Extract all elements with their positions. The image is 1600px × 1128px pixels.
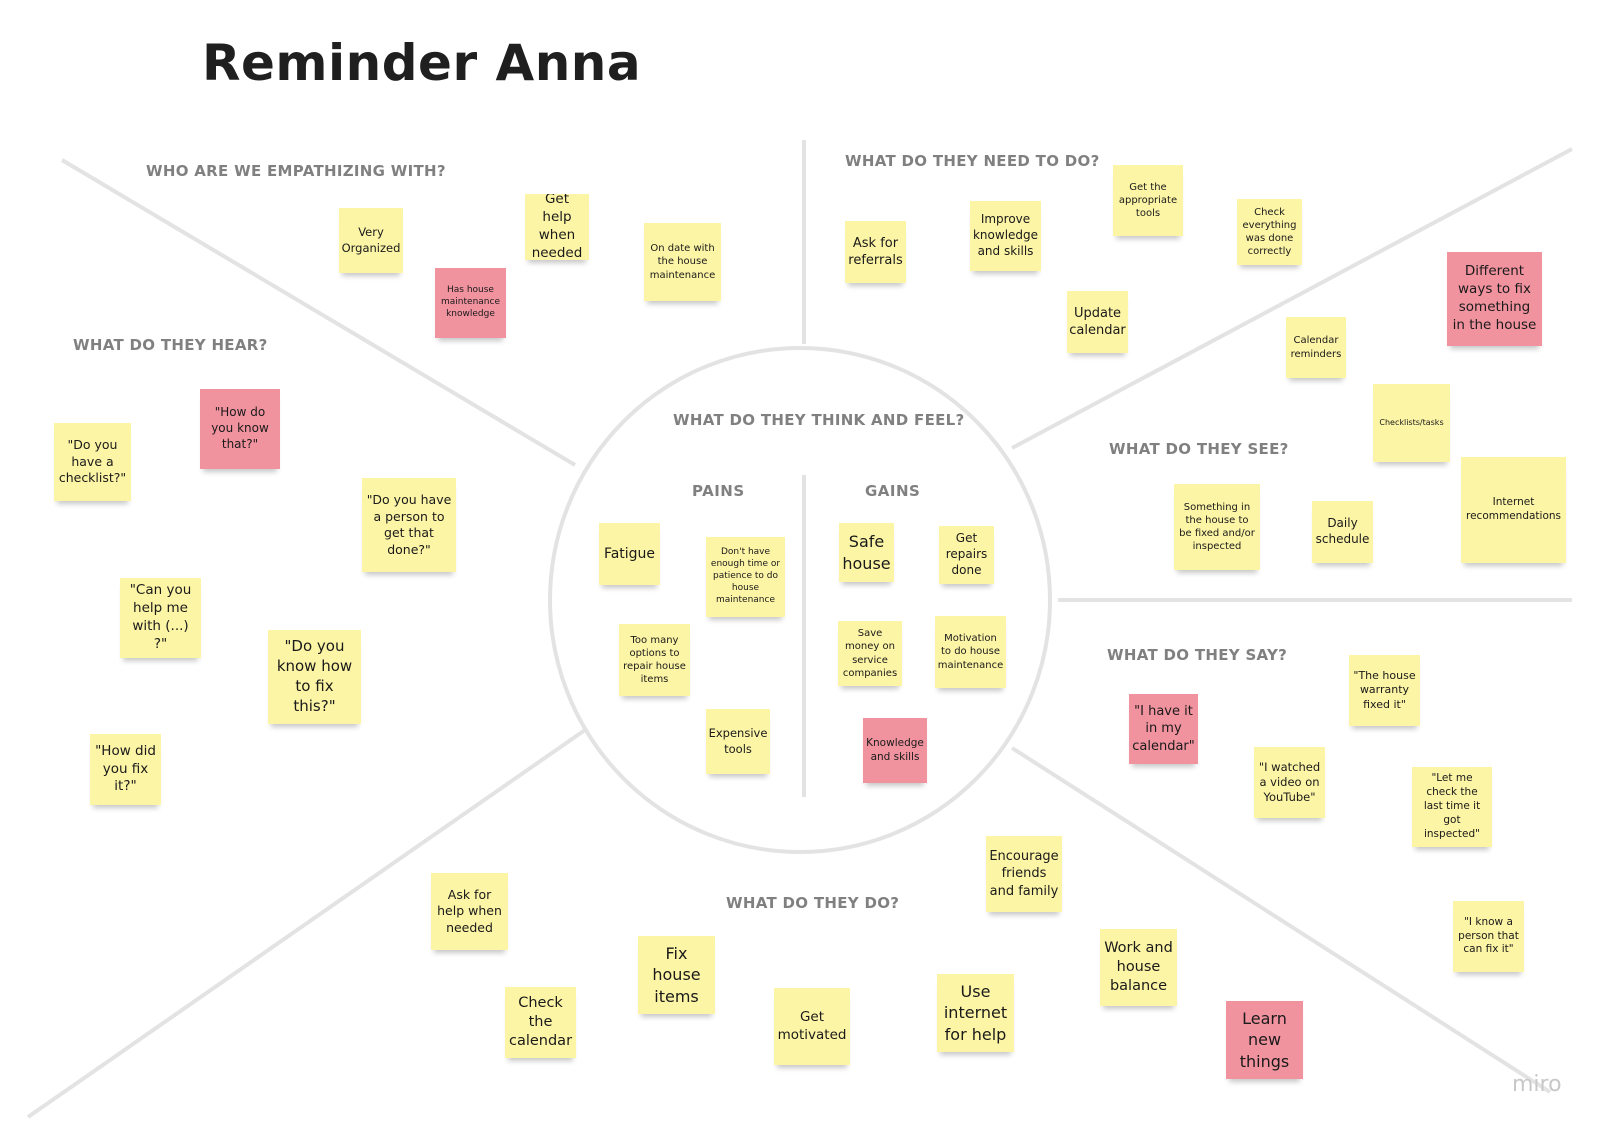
divider-bottom-right — [1010, 746, 1552, 1094]
sticky-note[interactable]: Check the calendar — [505, 987, 576, 1058]
section-label-see: WHAT DO THEY SEE? — [1109, 440, 1289, 458]
section-label-say: WHAT DO THEY SAY? — [1107, 646, 1288, 664]
think-feel-circle — [548, 346, 1052, 854]
sub-label-gains: GAINS — [865, 482, 921, 500]
section-label-need-to-do: WHAT DO THEY NEED TO DO? — [845, 152, 1100, 170]
sticky-note[interactable]: Improve knowledge and skills — [970, 201, 1041, 271]
sticky-note[interactable]: "How did you fix it?" — [90, 734, 161, 805]
sticky-note[interactable]: Safe house — [839, 523, 894, 582]
sticky-note[interactable]: Ask for help when needed — [431, 873, 508, 950]
section-label-do: WHAT DO THEY DO? — [726, 894, 900, 912]
sticky-note[interactable]: Ask for referrals — [845, 221, 906, 283]
divider-top-left — [60, 158, 577, 467]
sticky-note[interactable]: On date with the house maintenance — [644, 223, 721, 301]
sticky-note[interactable]: Calendar reminders — [1286, 317, 1346, 378]
sticky-note[interactable]: "Do you have a checklist?" — [54, 423, 131, 501]
sticky-note[interactable]: "Let me check the last time it got inspe… — [1412, 767, 1492, 847]
sticky-note[interactable]: "I have it in my calendar" — [1129, 694, 1198, 764]
sticky-note[interactable]: Get repairs done — [939, 526, 994, 584]
section-label-empathize: WHO ARE WE EMPATHIZING WITH? — [146, 162, 446, 180]
sticky-note[interactable]: Fix house items — [638, 936, 715, 1014]
section-label-hear: WHAT DO THEY HEAR? — [73, 336, 268, 354]
sticky-note[interactable]: Very Organized — [339, 208, 403, 273]
sticky-note[interactable]: Has house maintenance knowledge — [435, 268, 506, 338]
sticky-note[interactable]: Get the appropriate tools — [1113, 165, 1183, 236]
sticky-note[interactable]: Internet recommendations — [1461, 457, 1566, 563]
sticky-note[interactable]: "Can you help me with (...) ?" — [120, 578, 201, 658]
sticky-note[interactable]: Check everything was done correctly — [1237, 199, 1302, 265]
sticky-note[interactable]: Work and house balance — [1100, 929, 1177, 1006]
sticky-note[interactable]: "I know a person that can fix it" — [1453, 901, 1524, 972]
sticky-note[interactable]: Expensive tools — [706, 709, 770, 774]
sticky-note[interactable]: Something in the house to be fixed and/o… — [1174, 484, 1260, 570]
sticky-note[interactable]: Checklists/tasks — [1373, 384, 1450, 462]
sticky-note[interactable]: "I watched a video on YouTube" — [1254, 747, 1325, 818]
sticky-note[interactable]: Encourage friends and family — [986, 836, 1062, 912]
section-label-think-feel: WHAT DO THEY THINK AND FEEL? — [673, 411, 965, 429]
sticky-note[interactable]: "How do you know that?" — [200, 389, 280, 469]
sticky-note[interactable]: Update calendar — [1067, 291, 1128, 353]
sticky-note[interactable]: Motivation to do house maintenance — [935, 616, 1006, 688]
sticky-note[interactable]: Learn new things — [1226, 1001, 1303, 1079]
sticky-note[interactable]: "Do you know how to fix this?" — [268, 630, 361, 724]
sticky-note[interactable]: "Do you have a person to get that done?" — [362, 478, 456, 572]
sticky-note[interactable]: Save money on service companies — [838, 621, 902, 686]
sticky-note[interactable]: Too many options to repair house items — [619, 624, 690, 696]
sticky-note[interactable]: Get help when needed — [525, 194, 589, 260]
sticky-note[interactable]: "The house warranty fixed it" — [1349, 655, 1420, 726]
sticky-note[interactable]: Use internet for help — [937, 974, 1014, 1052]
sub-label-pains: PAINS — [692, 482, 745, 500]
sticky-note[interactable]: Get motivated — [774, 988, 850, 1065]
sticky-note[interactable]: Don't have enough time or patience to do… — [706, 537, 785, 617]
sticky-note[interactable]: Fatigue — [599, 523, 660, 585]
board-title: Reminder Anna — [202, 34, 642, 92]
miro-logo: miro — [1512, 1072, 1562, 1097]
sticky-note[interactable]: Knowledge and skills — [863, 718, 927, 783]
divider-top-right — [1011, 147, 1573, 450]
sticky-note[interactable]: Different ways to fix something in the h… — [1447, 252, 1542, 346]
divider-bottom-left — [26, 728, 587, 1119]
sticky-note[interactable]: Daily schedule — [1312, 501, 1373, 563]
